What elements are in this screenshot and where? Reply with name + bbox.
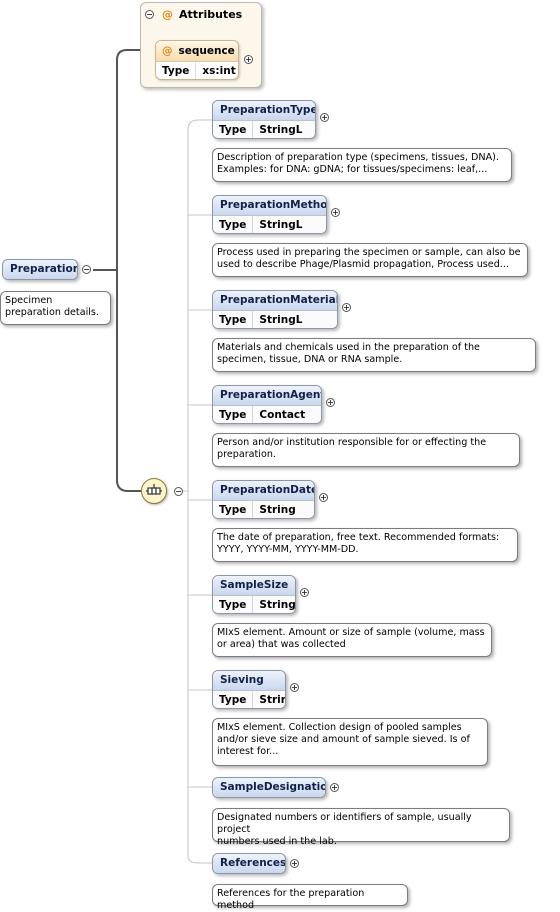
element-name: Sieving [213,671,285,690]
element-expand-toggle[interactable]: + [331,208,340,217]
element-sample-designations[interactable]: SampleDesignations [212,777,326,798]
element-type-row: Type String [213,500,314,518]
element-type-row: Type StringL [213,310,337,328]
element-name: PreparationType [213,101,315,120]
type-value: String [259,599,296,611]
attribute-type-value: xs:int [202,65,236,77]
type-value: StringL [259,314,303,326]
root-element-name: Preparation [3,260,77,279]
type-label: Type [213,501,254,518]
element-references[interactable]: References [212,853,286,874]
type-label: Type [213,596,254,613]
attributes-title: @ Attributes [162,8,242,21]
type-label: Type [213,691,254,708]
element-expand-toggle[interactable]: + [330,783,339,792]
type-label: Type [213,121,254,138]
element-documentation: MIxS element. Collection design of poole… [212,718,488,766]
element-expand-toggle[interactable]: + [290,859,299,868]
element-name: SampleDesignations [213,778,325,797]
element-expand-toggle[interactable]: + [326,398,335,407]
element-type-row: Type StringL [213,120,315,138]
attribute-sequence-expand-toggle[interactable]: + [244,55,253,64]
element-expand-toggle[interactable]: + [319,493,328,502]
root-documentation: Specimen preparation details. [0,291,111,325]
element-documentation: The date of preparation, free text. Reco… [212,528,518,562]
element-documentation: Designated numbers or identifiers of sam… [212,808,510,847]
attribute-sequence-header: @ sequence [156,41,238,61]
element-documentation: References for the preparation method [212,884,408,911]
attribute-type-label: Type [156,62,197,79]
type-label: Type [213,406,254,423]
element-expand-toggle[interactable]: + [290,683,299,692]
element-type-row: Type Contact [213,405,321,423]
sequence-compositor-icon[interactable] [141,478,167,504]
element-name: PreparationMaterials [213,291,337,310]
root-element-preparation[interactable]: Preparation [2,259,78,280]
type-value: String [259,504,296,516]
root-collapse-toggle[interactable]: − [82,265,91,274]
element-name: SampleSize [213,576,295,595]
element-name: PreparationAgent [213,386,321,405]
attributes-collapse-toggle[interactable]: − [145,10,154,19]
attribute-at-icon: @ [162,8,173,21]
type-value: Contact [259,409,306,421]
element-expand-toggle[interactable]: + [320,113,329,122]
type-value: StringL [259,219,303,231]
element-documentation: Process used in preparing the specimen o… [212,243,528,277]
attribute-sequence-name: sequence [178,45,235,57]
sequence-collapse-toggle[interactable]: − [174,487,183,496]
element-documentation: Person and/or institution responsible fo… [212,433,520,467]
element-name: PreparationDate [213,481,314,500]
type-value: StringL [259,124,303,136]
element-type-row: Type String [213,690,285,708]
element-expand-toggle[interactable]: + [342,303,351,312]
element-type-row: Type StringL [213,215,326,233]
attribute-sequence[interactable]: @ sequence Type xs:int [155,40,239,80]
attribute-sequence-type-row: Type xs:int [156,61,238,79]
element-documentation: Description of preparation type (specime… [212,148,512,182]
element-expand-toggle[interactable]: + [300,588,309,597]
element-type-row: Type String [213,595,296,613]
element-name: PreparationMethod [213,196,326,215]
attribute-at-icon: @ [162,45,173,57]
element-documentation: Materials and chemicals used in the prep… [212,338,536,372]
type-label: Type [213,311,254,328]
sequence-icon [146,484,162,495]
element-name: References [213,854,285,873]
attributes-title-label: Attributes [179,8,243,21]
element-documentation: MIxS element. Amount or size of sample (… [212,623,492,657]
type-label: Type [213,216,254,233]
type-value: String [259,694,285,706]
